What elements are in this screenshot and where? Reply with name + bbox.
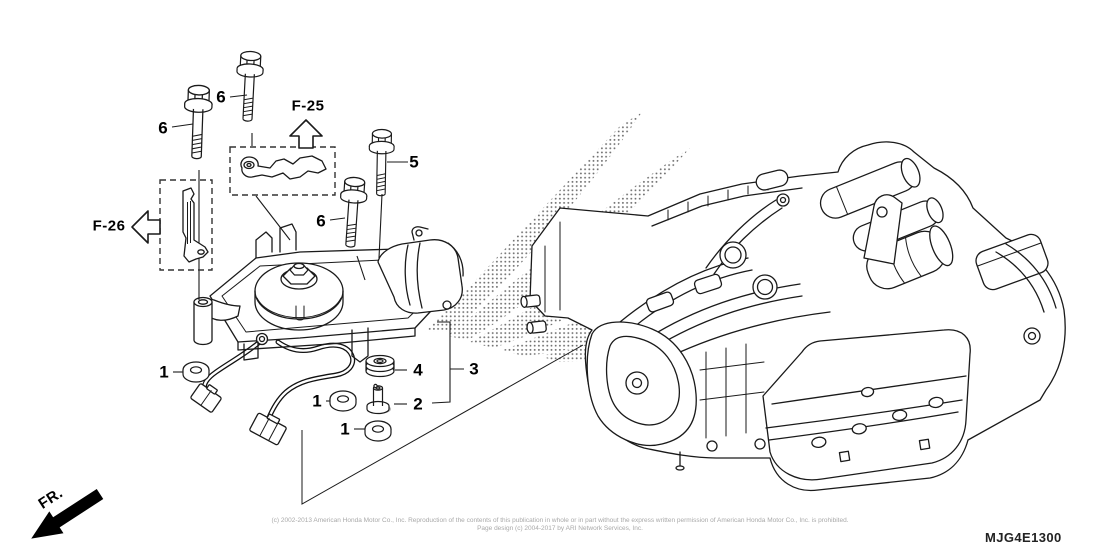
wire-harness (201, 337, 356, 423)
callout-6: 6 (216, 87, 226, 107)
callout-4: 4 (413, 360, 423, 380)
f25-arrow-up-icon (289, 119, 323, 149)
bolt-5 (367, 128, 395, 197)
reverse-motor-assembly (190, 223, 464, 446)
callout-6: 6 (158, 118, 168, 138)
copyright-footer: (c) 2002-2013 American Honda Motor Co., … (0, 517, 1120, 533)
zoom-leader-lines (301, 344, 584, 505)
f25-dashed-box (229, 146, 336, 196)
washer-1a (182, 361, 210, 383)
engine-illustration (520, 141, 1066, 492)
callout-3: 3 (469, 359, 479, 379)
f26-arrow-left-icon (131, 210, 161, 244)
leader-lines (171, 94, 464, 430)
harness-connector (249, 412, 287, 446)
f25-bracket-part (240, 155, 327, 180)
copyright-line-1: (c) 2002-2013 American Honda Motor Co., … (271, 517, 849, 524)
bolts (182, 50, 395, 249)
bolt-6b (233, 50, 265, 123)
washer-1c (364, 420, 392, 442)
callout-6: 6 (316, 211, 326, 231)
callout-1: 1 (159, 362, 169, 382)
callout-1: 1 (340, 419, 350, 439)
loose-parts (182, 354, 395, 442)
collar-part (366, 383, 391, 415)
grommet-part (365, 354, 395, 378)
ref-label-f26: F-26 (92, 217, 126, 235)
callout-1: 1 (312, 391, 322, 411)
washer-1b (329, 390, 357, 412)
ref-label-f25: F-25 (291, 97, 325, 115)
f26-dashed-box (159, 179, 213, 271)
f26-stay-part (182, 187, 209, 263)
harness-connector (190, 383, 222, 413)
bolt-6a (182, 84, 214, 160)
bolt-6c (336, 175, 369, 249)
reference-boxes (159, 146, 336, 271)
callout-5: 5 (409, 152, 419, 172)
fr-arrow-icon (31, 488, 104, 539)
copyright-line-2: Page design (c) 2004-2017 by ARI Network… (477, 525, 643, 532)
diagram-code: MJG4E1300 (985, 530, 1062, 545)
callout-2: 2 (413, 394, 423, 414)
